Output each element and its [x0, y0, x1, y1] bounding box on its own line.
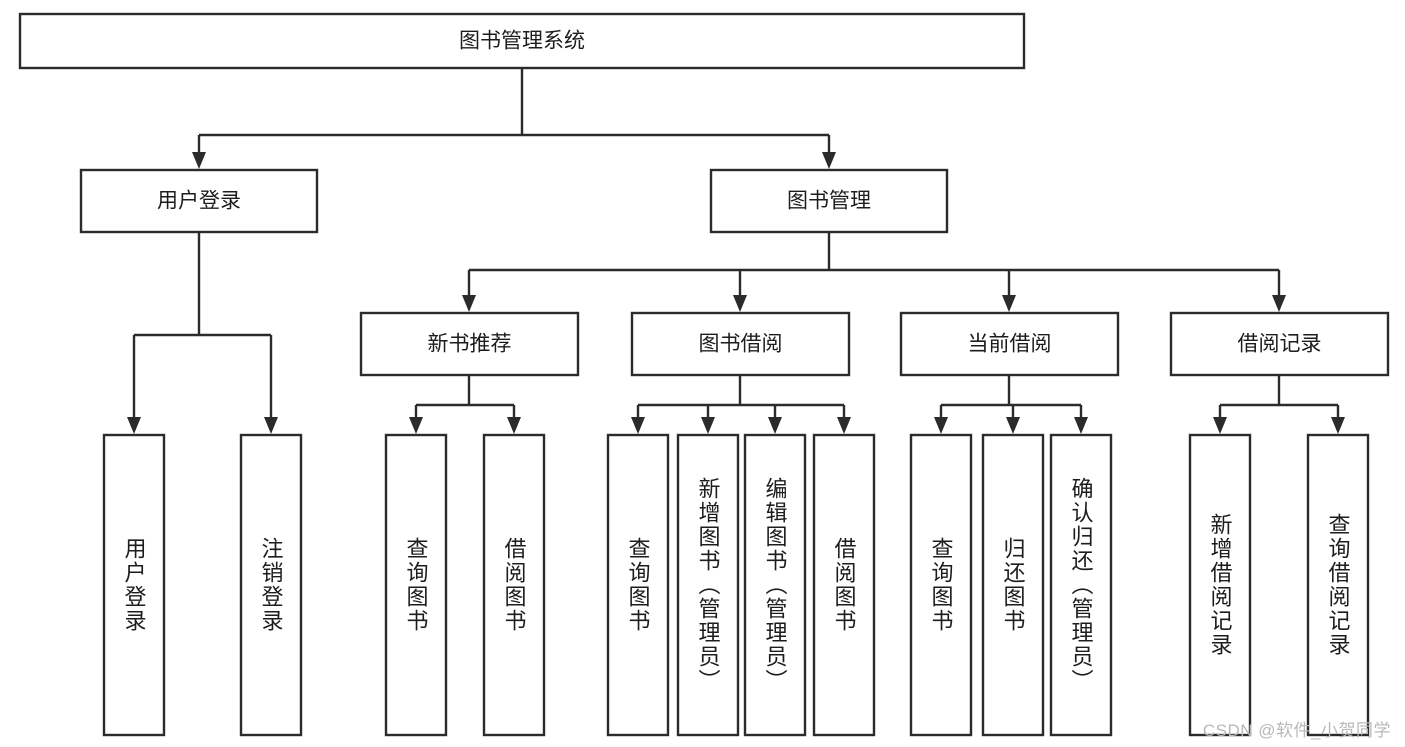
edge-arrowhead: [1272, 295, 1286, 312]
node-box-user-login[interactable]: [79, 168, 319, 234]
edge-arrowhead: [409, 417, 423, 434]
node-box-leaf-borrow-book-2[interactable]: [812, 433, 876, 737]
node-box-root[interactable]: [18, 12, 1026, 70]
node-box-leaf-add-book[interactable]: [676, 433, 740, 737]
node-box-borrow-record[interactable]: [1169, 311, 1390, 377]
edge-arrowhead: [934, 417, 948, 434]
edge-arrowhead: [1002, 295, 1016, 312]
edge-arrowhead: [1213, 417, 1227, 434]
edge-arrowhead: [768, 417, 782, 434]
node-label-book-manage: 图书管理: [787, 190, 871, 213]
node-box-leaf-return-book[interactable]: [981, 433, 1045, 737]
edge-edge-recommend-bus: [409, 375, 521, 434]
node-label-user-login: 用户登录: [157, 190, 241, 213]
edge-arrowhead: [507, 417, 521, 434]
node-box-current-borrow[interactable]: [899, 311, 1120, 377]
edge-arrowhead: [701, 417, 715, 434]
node-box-new-book-recommend[interactable]: [359, 311, 580, 377]
node-box-book-borrow[interactable]: [630, 311, 851, 377]
edge-arrowhead: [127, 417, 141, 434]
node-label-root: 图书管理系统: [459, 30, 585, 53]
edge-edge-userlogin-bus: [127, 232, 278, 434]
node-box-leaf-borrow-book-1[interactable]: [482, 433, 546, 737]
edge-arrowhead: [1074, 417, 1088, 434]
edge-edge-record-bus: [1213, 375, 1345, 434]
node-box-leaf-query-book-1[interactable]: [384, 433, 448, 737]
edge-arrowhead: [1006, 417, 1020, 434]
edge-edge-borrow-bus: [631, 375, 851, 434]
edge-arrowhead: [822, 152, 836, 169]
node-box-leaf-edit-book[interactable]: [743, 433, 807, 737]
node-label-borrow-record: 借阅记录: [1238, 333, 1322, 356]
edge-arrowhead: [264, 417, 278, 434]
node-box-leaf-query-book-3[interactable]: [909, 433, 973, 737]
node-box-book-manage[interactable]: [709, 168, 949, 234]
edge-edge-current-bus: [934, 375, 1088, 434]
edges-layer: [127, 68, 1345, 434]
boxes-layer: [18, 12, 1390, 737]
edge-arrowhead: [631, 417, 645, 434]
edge-arrowhead: [192, 152, 206, 169]
node-box-leaf-query-book-2[interactable]: [606, 433, 670, 737]
node-label-current-borrow: 当前借阅: [968, 333, 1052, 356]
node-box-leaf-confirm-return[interactable]: [1049, 433, 1113, 737]
node-label-book-borrow: 图书借阅: [699, 333, 783, 356]
edge-arrowhead: [462, 295, 476, 312]
edge-arrowhead: [837, 417, 851, 434]
edge-edge-bookmanage-bus: [462, 232, 1286, 312]
edge-arrowhead: [733, 295, 747, 312]
edge-edge-root-bus: [192, 68, 836, 169]
node-box-leaf-user-login[interactable]: [102, 433, 166, 737]
watermark-text: CSDN @软件_小贺同学: [1202, 721, 1391, 740]
node-box-leaf-query-record[interactable]: [1306, 433, 1370, 737]
edge-arrowhead: [1331, 417, 1345, 434]
node-box-leaf-logout[interactable]: [239, 433, 303, 737]
node-box-leaf-add-record[interactable]: [1188, 433, 1252, 737]
node-label-new-book-recommend: 新书推荐: [428, 333, 512, 356]
